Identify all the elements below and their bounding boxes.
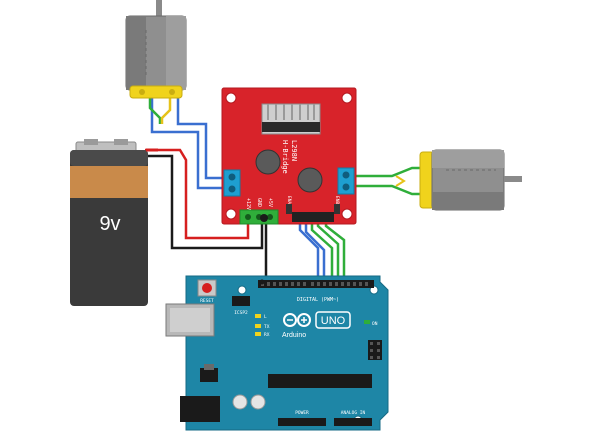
wire-right-motor-green-1 [350, 166, 424, 178]
arduino-uno: DIGITAL (PWM~) RESET ICSP2 TX RX L UNO A… [165, 275, 389, 431]
icsp2-label: ICSP2 [234, 310, 248, 316]
icsp2-header [232, 296, 250, 306]
driver-subtitle: H-Bridge [281, 140, 289, 174]
battery-label-band [70, 166, 148, 198]
led-tx-label: TX [264, 324, 270, 330]
motor-top [125, 0, 187, 99]
wire-signal-in1 [298, 222, 320, 284]
motor-top-terminal-cap [129, 85, 183, 99]
digital-header [258, 280, 374, 288]
power-header-label: POWER [295, 410, 309, 416]
arduino-brand: Arduino [282, 332, 306, 339]
digital-header-label: DIGITAL (PWM~) [297, 297, 339, 303]
battery-label: 9v [99, 213, 120, 235]
wire-battery-negative [135, 154, 264, 250]
power-jack [180, 396, 220, 422]
reset-button[interactable] [202, 283, 212, 293]
l298n-driver: L298N H-Bridge +12V GND +5V ENA ENB [221, 87, 357, 225]
pin-label-gnd: GND [256, 198, 262, 207]
pin-label-enb: ENB [334, 196, 340, 204]
gnd-junction [260, 214, 268, 222]
wire-top-motor-blue [176, 96, 230, 180]
pin-label-ena: ENA [286, 196, 292, 204]
wire-signal-in2 [304, 222, 326, 284]
atmega-chip [268, 374, 372, 388]
arduino-model: UNO [321, 315, 346, 327]
driver-terminal-out2 [337, 167, 355, 195]
reset-label: RESET [200, 298, 214, 304]
pin-label-5v: +5V [267, 198, 273, 207]
driver-pcb [221, 87, 357, 225]
driver-terminal-out1 [223, 169, 241, 197]
analog-header [334, 418, 372, 426]
analog-header-label: ANALOG IN [341, 410, 366, 416]
wire-top-motor-yellow [160, 96, 172, 124]
on-label: ON [372, 321, 378, 327]
wire-signal-ena [324, 222, 346, 284]
wire-battery-positive [145, 148, 250, 240]
wire-top-motor-blue-2 [150, 96, 230, 190]
led-l-label: L [264, 314, 267, 320]
pin-label-12v: +12V [245, 198, 251, 210]
wire-right-motor-green-2 [350, 184, 424, 196]
motor-right [419, 149, 522, 211]
led-rx-label: RX [264, 332, 270, 338]
arduino-logo [283, 313, 311, 327]
wires [135, 96, 424, 284]
driver-signal-header [292, 212, 334, 222]
battery-9v: 9v [70, 139, 158, 306]
wire-top-motor-green [148, 96, 162, 124]
arduino-pcb [185, 275, 389, 431]
wire-signal-in4 [316, 222, 340, 284]
wire-signal-in3 [310, 222, 334, 284]
wire-right-motor-yellow [395, 175, 406, 187]
driver-name: L298N [290, 140, 298, 161]
power-header [278, 418, 326, 426]
